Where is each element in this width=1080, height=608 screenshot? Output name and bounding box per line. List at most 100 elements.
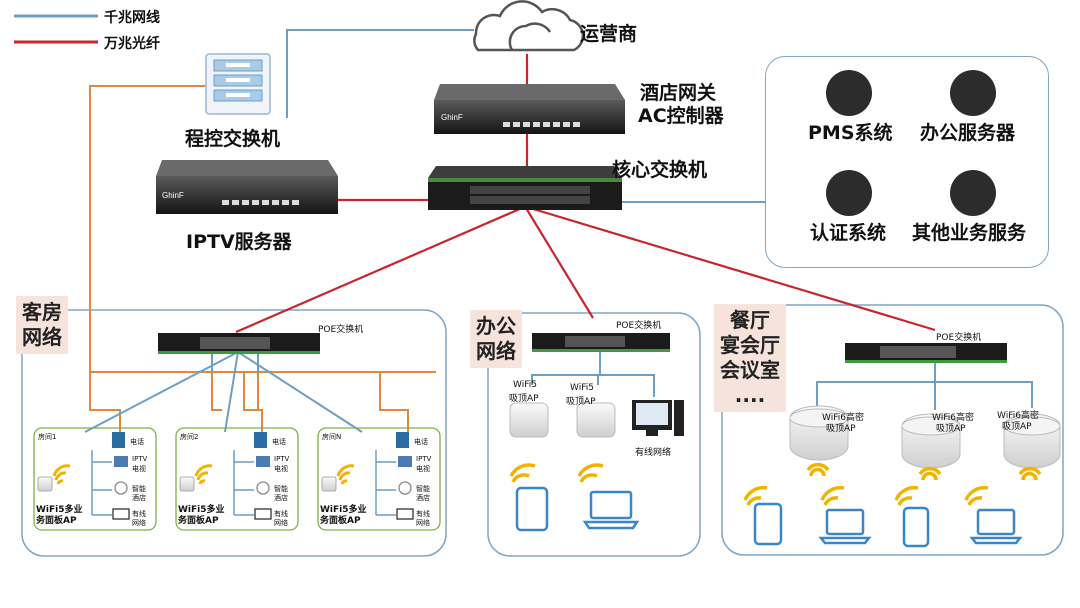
gateway-label-line1: 酒店网关 (640, 82, 717, 104)
tv-label-line2: 电视 (274, 465, 288, 473)
laptop-icon (818, 508, 872, 545)
room-devices (37, 432, 414, 520)
dining-ap-label-line1: WiFi6高密 (997, 411, 1039, 421)
dining-ap-label-line2: 吸顶AP (936, 424, 966, 434)
pbx-label: 程控交换机 (185, 128, 281, 150)
service-label: PMS系统 (808, 122, 893, 144)
phone-label: 电话 (130, 438, 144, 446)
office-server-icon (950, 70, 996, 116)
cloud-icon (473, 0, 585, 52)
tv-icon (256, 456, 270, 467)
room-panels (33, 427, 441, 531)
room-panel (33, 427, 157, 531)
phone-label: 电话 (414, 438, 428, 446)
gateway-label-line2: AC控制器 (638, 105, 724, 127)
tv-label-line2: 电视 (416, 465, 430, 473)
phone-label: 电话 (272, 438, 286, 446)
phone-icon (254, 432, 267, 448)
panel-ap-label-line1: WiFi5多业 (178, 505, 225, 515)
wifi-signal-icon (820, 485, 845, 506)
guest-switch-label: POE交换机 (318, 325, 364, 335)
core-switch-device-icon (428, 166, 622, 210)
ceiling-ap-icon (576, 402, 616, 438)
high-density-ap-icon (1003, 413, 1061, 469)
wifi-signal-icon (1018, 466, 1042, 481)
services-panel (765, 56, 1049, 268)
other-server-icon (950, 170, 996, 216)
high-density-ap-icon (789, 405, 849, 461)
room-name: 房间N (322, 433, 342, 441)
laptop-icon (969, 508, 1023, 545)
office-zone-panel (487, 312, 701, 557)
laptop-icon (582, 490, 640, 530)
laptop-icon (396, 508, 414, 520)
smart-label-line2: 酒店 (132, 494, 146, 502)
panel-ap-label-line1: WiFi5多业 (320, 505, 367, 515)
wired-label-line1: 有线 (274, 510, 288, 518)
wifi-signal-icon (577, 463, 604, 483)
wifi-signal-icon (194, 464, 213, 485)
office-devices (509, 400, 684, 532)
service-label: 办公服务器 (920, 122, 1016, 144)
tablet-icon (902, 506, 930, 548)
office-switch-label: POE交换机 (616, 321, 662, 331)
panel-ap-icon (37, 476, 53, 492)
auth-server-icon (826, 170, 872, 216)
dining-switch-label: POE交换机 (936, 333, 982, 343)
dining-ap-label-line1: WiFi6高密 (822, 413, 864, 423)
tv-icon (398, 456, 412, 467)
dining-ap-label-line2: 吸顶AP (1002, 422, 1032, 432)
tv-icon (114, 456, 128, 467)
tv-label-line1: IPTV (132, 455, 148, 463)
wifi-signal-icon (509, 463, 536, 483)
iptv-server-device-icon: GhinF (156, 160, 338, 214)
pms-server-icon (826, 70, 872, 116)
dining-zone-tag: 餐厅宴会厅 会议室.... (714, 304, 786, 412)
office-zone-tag: 办公网络 (470, 310, 522, 368)
smart-label-line1: 智能 (416, 485, 430, 493)
wifi-signal-icon (806, 462, 830, 477)
smart-label-line2: 酒店 (274, 494, 288, 502)
guest-zone-panel (21, 309, 447, 557)
svg-text:GhinF: GhinF (441, 113, 463, 122)
desktop-computer-icon (632, 400, 684, 436)
room-name: 房间1 (38, 433, 57, 441)
tv-label-line1: IPTV (274, 455, 290, 463)
wired-network-label: 有线网络 (635, 448, 672, 458)
wifi-signal-icon (336, 464, 355, 485)
office-switch-downlinks (531, 352, 655, 397)
guest-poe-switch-icon (158, 333, 320, 354)
pbx-icon (205, 53, 271, 115)
core-switch-label: 核心交换机 (612, 159, 708, 181)
gateway-device-icon: GhinF (434, 84, 625, 134)
dining-devices (743, 405, 1061, 548)
wired-label-line2: 网络 (416, 519, 430, 527)
smart-label-line2: 酒店 (416, 494, 430, 502)
pbx-to-cloud-link (286, 29, 474, 118)
smart-hotel-icon (256, 481, 270, 495)
tablet-icon (515, 486, 549, 532)
office-ap-label-line1: WiFi5 (513, 380, 537, 390)
high-density-ap-icon (901, 413, 961, 469)
smart-hotel-icon (398, 481, 412, 495)
room-panel (175, 427, 299, 531)
ceiling-ap-icon (509, 402, 549, 438)
wifi-signal-icon (743, 485, 768, 506)
smart-label-line1: 智能 (132, 485, 146, 493)
room-panel (317, 427, 441, 531)
wifi-signal-icon (964, 485, 989, 506)
tv-label-line1: IPTV (416, 455, 432, 463)
office-poe-switch-icon (532, 333, 670, 352)
panel-ap-icon (321, 476, 337, 492)
panel-ap-icon (179, 476, 195, 492)
office-ap-label-line2: 吸顶AP (566, 397, 596, 407)
service-label: 认证系统 (810, 222, 887, 244)
wired-label-line2: 网络 (132, 519, 146, 527)
cloud-label: 运营商 (580, 23, 638, 45)
office-ap-label-line1: WiFi5 (570, 383, 594, 393)
panel-ap-label-line2: 务面板AP (36, 516, 77, 526)
wifi-signal-icon (52, 464, 71, 485)
office-ap-label-line2: 吸顶AP (509, 394, 539, 404)
legend-gigabit-label: 千兆网线 (104, 10, 160, 26)
wifi-signal-icon (918, 466, 942, 481)
